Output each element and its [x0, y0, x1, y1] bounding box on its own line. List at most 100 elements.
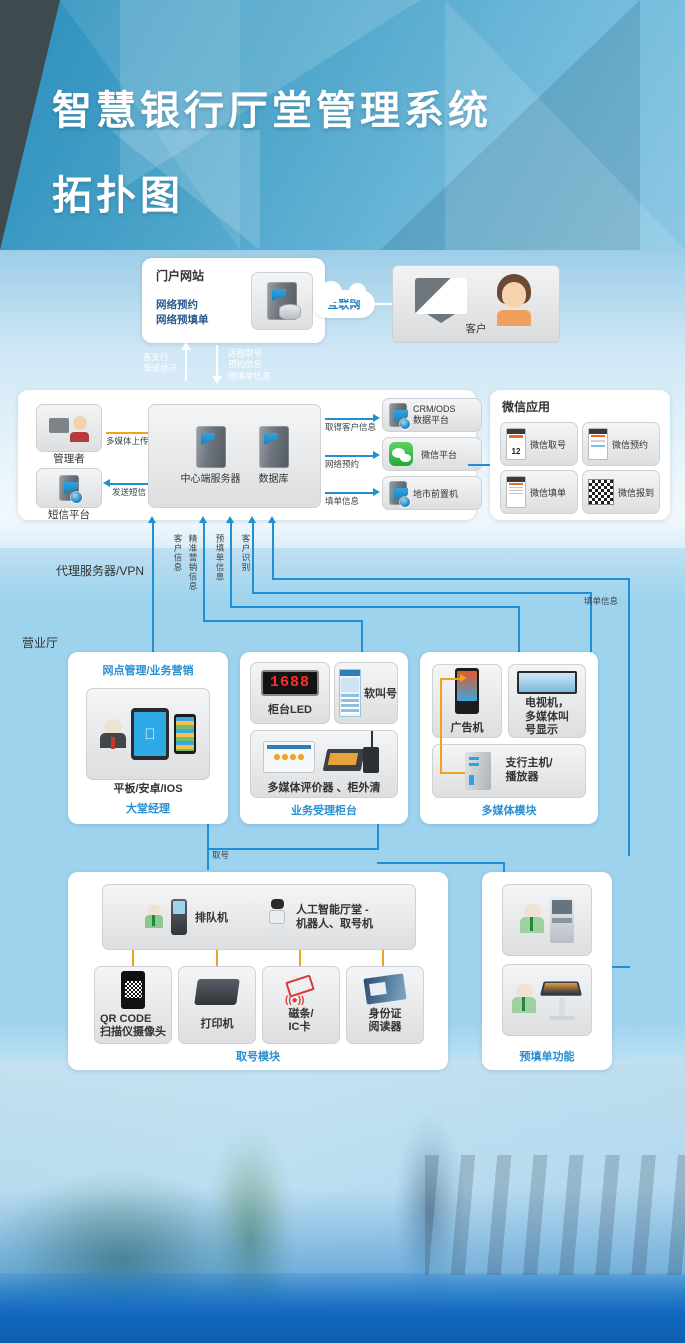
preform-bus-v — [503, 862, 505, 876]
multimedia-tv-label-1: 电视机， — [525, 697, 569, 710]
multimedia-upload-label: 多媒体上传 — [106, 436, 149, 446]
varrow-preform-info — [226, 516, 234, 523]
vline-customer-id-2 — [590, 592, 592, 652]
multimedia-signage-label: 广告机 — [450, 721, 484, 734]
robot-label-2: 机器人、取号机 — [296, 918, 373, 930]
wechat-app-line — [468, 464, 492, 466]
lobby-manager-caption: 大堂经理 — [126, 803, 170, 815]
varrow-extra-1 — [268, 516, 276, 523]
vline-lobby-manager — [152, 522, 154, 652]
remote-flow-label-1: 远程取号 — [228, 348, 263, 358]
flow-arrow-0 — [373, 414, 380, 422]
platform-wechat[interactable]: 微信平台 — [382, 437, 482, 471]
branch-status-line — [185, 347, 187, 381]
wechat-item-1[interactable]: 微信预约 — [582, 422, 660, 466]
multimedia-player-item[interactable]: 支行主机/ 播放器 — [432, 744, 586, 798]
ticket-item-qr[interactable]: QR CODE 扫描仪摄像头 — [94, 966, 172, 1044]
ticket-stem-3 — [382, 950, 384, 966]
vline-preform-info — [230, 522, 232, 608]
vline-extra-1 — [272, 522, 274, 580]
led-display-value: 1688 — [269, 674, 310, 691]
counter-card[interactable]: 1688 柜台LED 软叫号 — [240, 652, 408, 824]
lobby-device-label: 平板/安卓/IOS — [113, 783, 183, 795]
wechat-item-3[interactable]: 微信报到 — [582, 470, 660, 514]
ticket-item-card-label-1: 磁条/ — [288, 1007, 314, 1020]
robot-label-1: 人工智能厅堂 - — [296, 903, 369, 916]
server-db-group[interactable]: 中心端服务器 数据库 — [148, 404, 321, 508]
preform-item-1[interactable] — [502, 964, 592, 1036]
multimedia-player-label-2: 播放器 — [505, 771, 539, 783]
hall-band-fade — [0, 520, 685, 550]
multimedia-signage-item[interactable]: 广告机 — [432, 664, 502, 738]
wechat-item-2-label: 微信填单 — [530, 487, 567, 498]
varrow-customer-id — [248, 516, 256, 523]
multimedia-loop-top — [440, 678, 462, 680]
ticket-stem-2 — [299, 950, 301, 966]
ticket-item-card[interactable]: ((●)) 磁条/ IC卡 — [262, 966, 340, 1044]
lobby-manager-card[interactable]: 网点管理/业务营销  平板/安卓/IOS 大堂经理 — [68, 652, 228, 824]
wechat-item-0-label: 微信取号 — [530, 439, 567, 450]
ticket-module-card[interactable]: 排队机 人工智能厅堂 - 机器人、取号机 — [68, 872, 448, 1070]
portal-card[interactable]: 门户网站 网络预约 网络预填单 — [142, 258, 325, 343]
ticket-item-id-label-2: 阅读器 — [368, 1021, 402, 1033]
flow-line-2 — [325, 492, 373, 494]
multimedia-loop-arrow — [460, 674, 467, 682]
wechat-app-title: 微信应用 — [502, 400, 551, 414]
touch-table-user-icon — [512, 984, 536, 1016]
smartphone-icon — [174, 714, 196, 754]
preform-card[interactable]: 预填单功能 — [482, 872, 612, 1070]
flow-label-2: 填单信息 — [325, 496, 360, 506]
vpn-label: 代理服务器/VPN — [56, 564, 145, 578]
ticket-item-id[interactable]: 身份证 阅读器 — [346, 966, 424, 1044]
admin-label: 管理者 — [53, 453, 85, 465]
vline-preform-info-2 — [518, 606, 520, 652]
ticket-flow-vline-a — [207, 824, 209, 850]
manager-avatar-icon — [100, 719, 126, 749]
counter-evaluator-item[interactable]: 多媒体评价器 、柜外清 — [250, 730, 398, 798]
robot-icon — [266, 899, 288, 935]
multimedia-loop-vline — [440, 678, 442, 773]
platform-crm-ods[interactable]: CRM/ODS 数据平台 — [382, 398, 482, 432]
queue-machine-label: 排队机 — [195, 912, 228, 924]
id-reader-icon — [363, 973, 407, 1005]
hall-label: 营业厅 — [22, 636, 59, 650]
branch-status-arrow — [181, 342, 191, 350]
counter-led-item[interactable]: 1688 柜台LED — [250, 662, 330, 724]
platform-city-frontend[interactable]: 地市前置机 — [382, 476, 482, 510]
vline-customer-info — [203, 522, 205, 622]
counter-soft-caller-item[interactable]: 软叫号 — [334, 662, 398, 724]
wechat-item-2[interactable]: 微信填单 — [500, 470, 578, 514]
ticket-item-id-label-1: 身份证 — [368, 1007, 402, 1020]
cloud-customer-link — [360, 303, 396, 305]
flow-line-1 — [325, 455, 373, 457]
send-sms-arrow — [103, 479, 110, 487]
ticket-top-group: 排队机 人工智能厅堂 - 机器人、取号机 — [102, 884, 416, 950]
hline-customer-info — [203, 620, 363, 622]
portal-cloud-link — [325, 303, 355, 305]
platform-city-label: 地市前置机 — [413, 488, 459, 499]
send-sms-label: 发送短信 — [112, 487, 147, 497]
admin-desk-icon[interactable] — [36, 404, 102, 452]
portal-subtitle-2: 网络预填单 — [156, 314, 209, 327]
tv-icon — [517, 671, 577, 695]
remote-ticket-arrow — [212, 376, 222, 384]
flow-arrow-1 — [373, 451, 380, 459]
hline-extra-1 — [272, 578, 630, 580]
server-database-icon — [251, 272, 313, 330]
multimedia-tv-item[interactable]: 电视机， 多媒体叫 号显示 — [508, 664, 586, 738]
preform-caption: 预填单功能 — [519, 1051, 575, 1063]
multimedia-card[interactable]: 广告机 电视机， 多媒体叫 号显示 支行主机/ 播放器 多媒体模块 — [420, 652, 598, 824]
sms-server-icon[interactable] — [36, 468, 102, 508]
ticket-item-printer[interactable]: 打印机 — [178, 966, 256, 1044]
counter-soft-caller-label: 软叫号 — [364, 688, 397, 700]
preform-item-0[interactable] — [502, 884, 592, 956]
send-sms-line — [110, 483, 158, 485]
customer-label: 客户 — [465, 322, 487, 335]
digital-signage-icon — [455, 667, 479, 714]
tablet-icon:  — [131, 708, 169, 760]
sms-label: 短信平台 — [48, 509, 90, 521]
wechat-item-0[interactable]: 12 微信取号 — [500, 422, 578, 466]
queue-user-icon — [145, 905, 163, 929]
customer-card[interactable]: 客户 — [392, 265, 560, 343]
